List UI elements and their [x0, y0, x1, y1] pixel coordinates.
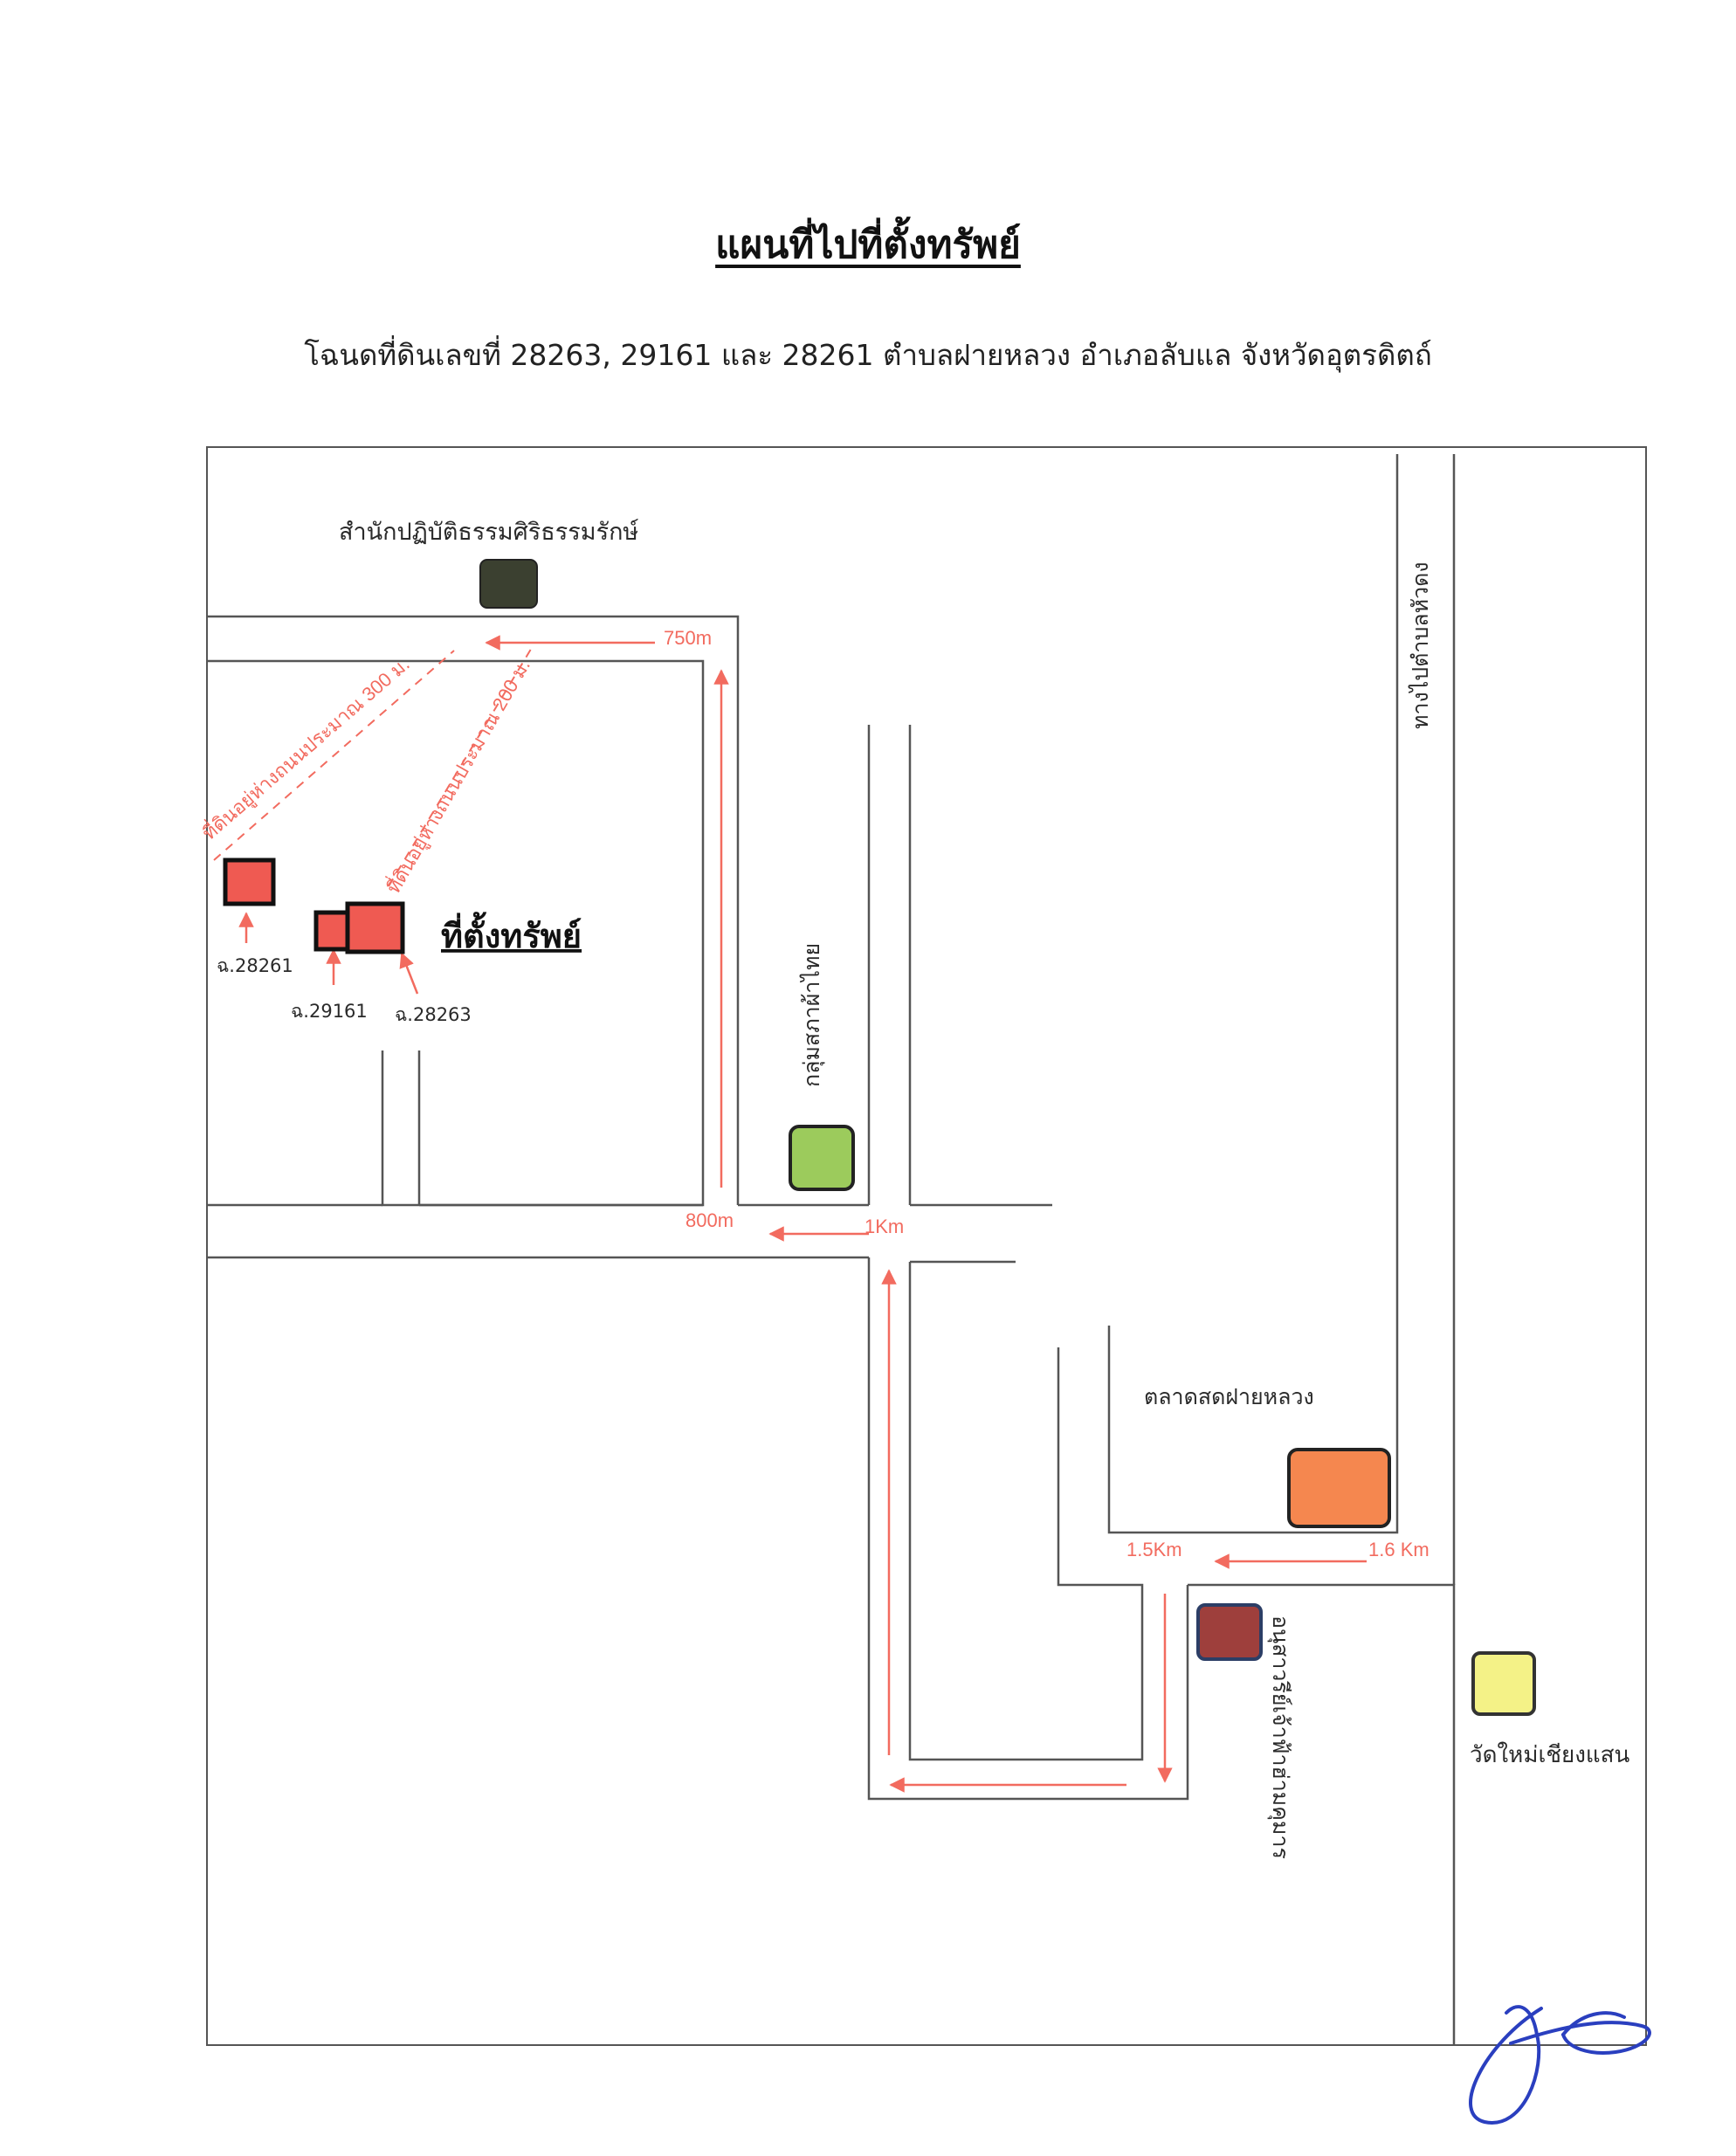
parcel-28263-marker — [345, 901, 405, 954]
monument-label: อนุสาวรีย์เจ้าฟ้าฮ่ามคุมาร — [1267, 1615, 1293, 1859]
temple-marker — [1471, 1651, 1536, 1716]
parcel-28261-label: ฉ.28261 — [217, 955, 293, 976]
distance-750m: 750m — [664, 627, 712, 649]
road-network — [207, 454, 1456, 2045]
distance-1-5km: 1.5Km — [1126, 1539, 1182, 1560]
dharma-center-marker — [479, 559, 538, 609]
weaving-group-marker — [789, 1125, 855, 1191]
weaving-group-label: กลุ่มสภาผ้าไทย — [799, 943, 825, 1087]
property-label: ที่ตั้งทรัพย์ — [441, 912, 582, 955]
distance-note-200m: ที่ดินอยู่ห่างถนนประมาณ 200 ม. — [380, 654, 535, 898]
road-to-huadong-label: ทางไปตำบลหัวดง — [1408, 561, 1433, 729]
route-arrows — [238, 635, 1367, 1793]
monument-marker — [1196, 1603, 1263, 1661]
parcel-28261-marker — [223, 858, 276, 906]
distance-1km: 1Km — [865, 1216, 904, 1237]
map-title: แผนที่ไปที่ตั้งทรัพย์ — [715, 223, 1021, 267]
temple-label: วัดใหม่เชียงแสน — [1470, 1742, 1630, 1768]
distance-800m: 800m — [685, 1209, 734, 1231]
market-marker — [1287, 1448, 1391, 1528]
distance-guides — [213, 645, 534, 887]
dharma-center-label: สำนักปฏิบัติธรรมศิริธรรมรักษ์ — [339, 518, 639, 546]
parcel-28263-label: ฉ.28263 — [395, 1004, 472, 1025]
parcel-29161-label: ฉ.29161 — [291, 1001, 368, 1022]
distance-note-300m: ที่ดินอยู่ห่างถนนประมาณ 300 ม. — [196, 651, 414, 844]
signature — [1469, 2005, 1651, 2125]
market-label: ตลาดสดฝายหลวง — [1144, 1384, 1314, 1409]
map-subtitle: โฉนดที่ดินเลขที่ 28263, 29161 และ 28261 … — [304, 338, 1432, 372]
map-frame — [206, 446, 1647, 2046]
distance-1-6km: 1.6 Km — [1368, 1539, 1429, 1560]
